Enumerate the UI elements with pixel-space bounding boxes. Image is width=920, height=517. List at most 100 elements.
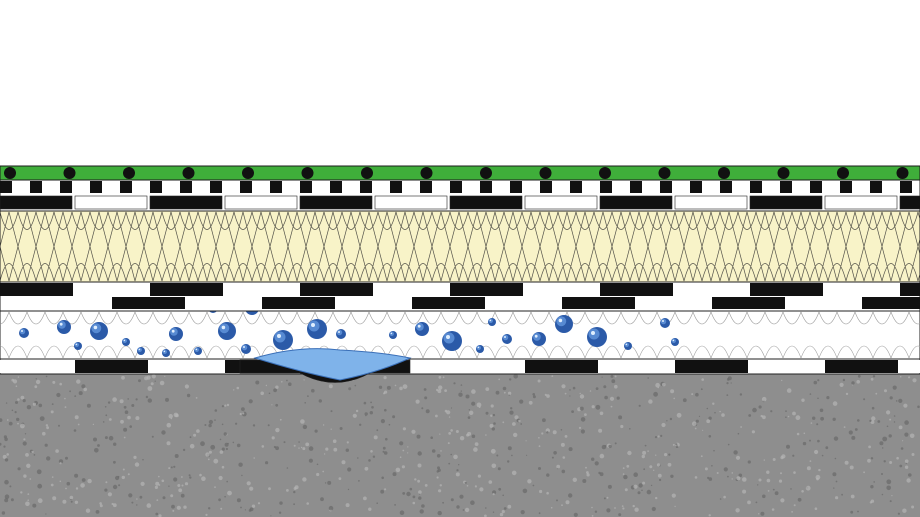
water-drop <box>671 338 679 346</box>
concrete-speckle <box>6 453 9 456</box>
board-block <box>750 283 823 296</box>
concrete-speckle <box>568 447 573 452</box>
concrete-speckle <box>875 392 878 395</box>
concrete-speckle <box>708 514 711 517</box>
concrete-speckle <box>123 405 127 409</box>
concrete-speckle <box>279 418 282 421</box>
concrete-speckle <box>411 429 416 434</box>
board-block <box>225 283 298 296</box>
concrete-speckle <box>242 412 245 415</box>
concrete-speckle <box>492 511 495 513</box>
concrete-speckle <box>870 420 875 424</box>
checker-square <box>60 181 72 193</box>
concrete-deck <box>0 374 920 517</box>
concrete-speckle <box>381 476 385 480</box>
concrete-speckle <box>502 386 507 391</box>
concrete-speckle <box>857 510 859 513</box>
concrete-speckle <box>511 454 513 457</box>
water-drop <box>307 319 327 339</box>
concrete-speckle <box>632 504 635 508</box>
concrete-speckle <box>841 493 843 496</box>
concrete-speckle <box>527 479 532 484</box>
concrete-speckle <box>464 507 470 513</box>
concrete-speckle <box>484 514 487 517</box>
concrete-speckle <box>104 436 108 440</box>
board-block <box>675 360 748 373</box>
concrete-speckle <box>723 467 728 472</box>
concrete-speckle <box>275 385 279 389</box>
concrete-speckle <box>195 397 198 399</box>
concrete-speckle <box>464 481 467 484</box>
concrete-speckle <box>897 512 901 515</box>
concrete-speckle <box>501 510 505 514</box>
concrete-speckle <box>742 477 747 482</box>
concrete-speckle <box>166 422 172 428</box>
concrete-speckle <box>399 386 403 391</box>
concrete-speckle <box>189 436 192 439</box>
concrete-speckle <box>442 376 445 379</box>
concrete-speckle <box>302 424 308 430</box>
concrete-speckle <box>314 429 318 433</box>
checker-square <box>390 181 402 193</box>
concrete-speckle <box>580 417 586 422</box>
board-block <box>74 195 148 210</box>
concrete-speckle <box>170 466 173 469</box>
concrete-speckle <box>610 405 613 408</box>
concrete-speckle <box>16 417 20 422</box>
concrete-speckle <box>112 503 117 508</box>
concrete-speckle <box>458 464 460 466</box>
concrete-speckle <box>849 465 854 470</box>
concrete-speckle <box>721 413 725 417</box>
membrane-stud <box>123 167 135 179</box>
board-block <box>787 297 860 309</box>
concrete-speckle <box>347 467 352 472</box>
board-block <box>600 283 673 296</box>
concrete-speckle <box>424 484 428 487</box>
concrete-speckle <box>182 448 186 452</box>
concrete-speckle <box>579 392 581 395</box>
concrete-speckle <box>556 464 561 469</box>
concrete-speckle <box>465 394 470 399</box>
concrete-speckle <box>627 450 632 456</box>
concrete-speckle <box>660 434 663 437</box>
concrete-speckle <box>69 390 71 393</box>
checker-square <box>540 181 552 193</box>
concrete-speckle <box>695 392 699 397</box>
concrete-speckle <box>796 432 800 436</box>
checker-square <box>780 181 792 193</box>
concrete-speckle <box>78 391 83 396</box>
concrete-speckle <box>541 432 544 435</box>
concrete-speckle <box>108 418 112 421</box>
concrete-speckle <box>355 409 359 413</box>
board-block <box>450 360 523 373</box>
concrete-speckle <box>542 418 546 423</box>
membrane-stud <box>301 167 314 179</box>
concrete-speckle <box>436 454 441 458</box>
concrete-speckle <box>10 498 14 502</box>
concrete-speckle <box>793 471 796 474</box>
concrete-speckle <box>578 426 582 429</box>
concrete-speckle <box>490 414 493 417</box>
board-block <box>562 297 635 309</box>
concrete-speckle <box>751 430 756 434</box>
concrete-speckle <box>820 416 824 421</box>
concrete-speckle <box>884 389 887 393</box>
concrete-speckle <box>552 430 557 435</box>
concrete-speckle <box>571 410 574 413</box>
concrete-speckle <box>572 386 576 390</box>
concrete-speckle <box>502 494 505 497</box>
checker-square <box>180 181 192 193</box>
concrete-speckle <box>118 484 121 487</box>
concrete-speckle <box>513 374 518 379</box>
concrete-speckle <box>177 484 181 487</box>
concrete-speckle <box>731 478 733 480</box>
concrete-speckle <box>4 437 8 442</box>
concrete-speckle <box>867 458 871 463</box>
checker-square <box>30 181 42 193</box>
concrete-speckle <box>213 458 219 464</box>
concrete-speckle <box>32 503 37 508</box>
board-block <box>262 297 335 309</box>
concrete-speckle <box>371 406 374 409</box>
concrete-speckle <box>124 410 129 415</box>
concrete-speckle <box>814 507 818 511</box>
